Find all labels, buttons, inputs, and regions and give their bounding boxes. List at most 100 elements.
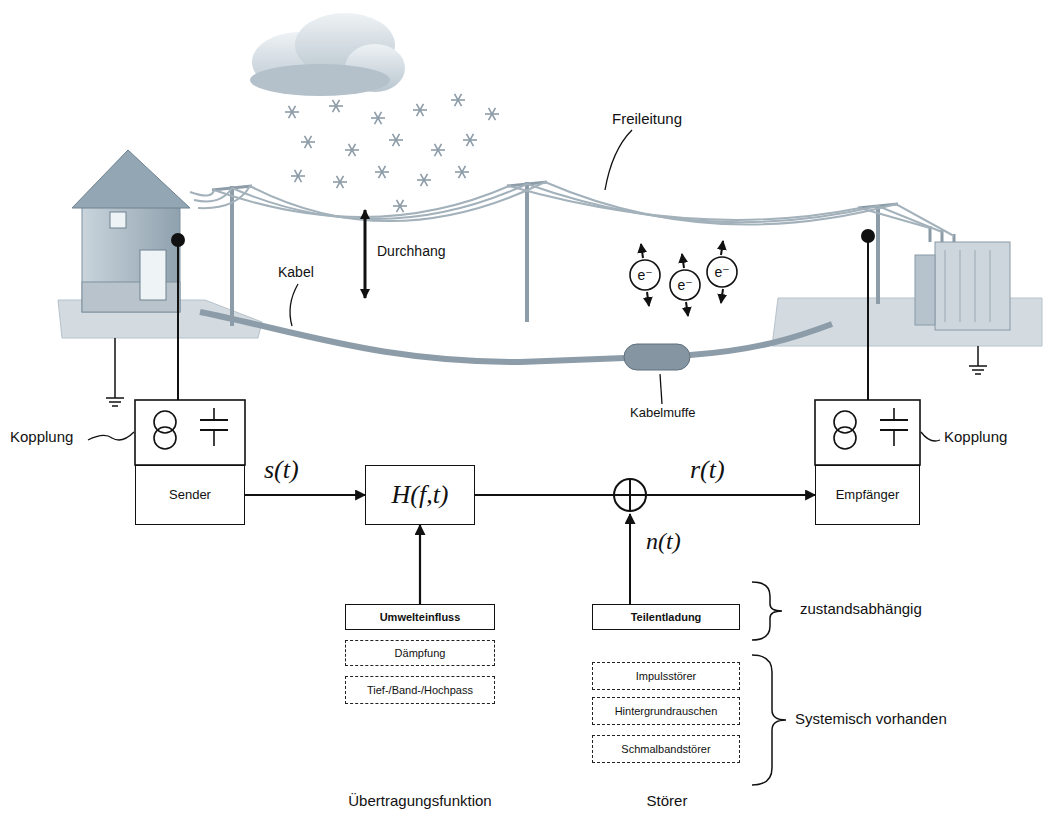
coupling-box-right [815, 400, 920, 465]
snowflake-stroke [289, 106, 296, 118]
cable-label: Kabel [278, 264, 314, 280]
snowflake-stroke [349, 144, 356, 156]
sag-arrow [364, 210, 367, 298]
signal-label: n(t) [646, 528, 681, 556]
drawing-stroke [834, 427, 856, 449]
snowflake-stroke [397, 200, 404, 212]
disturbance-box: Impulsstörer [592, 662, 740, 690]
snowflakes [285, 94, 499, 212]
sender-box: Sender [135, 465, 245, 525]
drawing-stroke [915, 255, 935, 325]
snowflake-stroke [295, 170, 302, 182]
snowflake-stroke [375, 112, 382, 124]
drawing-stroke [960, 250, 961, 322]
drawing-stroke [82, 200, 180, 312]
brace-label: Systemisch vorhanden [795, 710, 947, 727]
snowflake-stroke [333, 100, 340, 112]
drawing-stroke [88, 432, 134, 440]
drawing-stroke [290, 284, 298, 326]
signal-label: s(t) [264, 455, 299, 485]
drawing-stroke [230, 186, 234, 326]
joint-label: Kabelmuffe [630, 406, 696, 421]
drawing-stroke [975, 250, 976, 322]
circle-outline [707, 257, 737, 287]
signal-arrow [245, 494, 365, 496]
drawing-stroke [177, 240, 179, 400]
drawing-stroke [969, 365, 987, 367]
caption-label: Störer [647, 792, 688, 809]
node-text: e⁻ [714, 264, 729, 280]
drawing-stroke [198, 182, 954, 236]
influence-box: Umwelteinfluss [345, 604, 495, 630]
coupling-box-left [135, 400, 245, 465]
leader-lines [88, 130, 940, 441]
snowflake-stroke [435, 144, 442, 156]
node-text: Tief-/Band-/Hochpass [367, 684, 473, 697]
snowflake-stroke [393, 134, 400, 146]
snowflake-stroke [295, 170, 302, 182]
snowflake-stroke [379, 166, 386, 178]
drawing-stroke [106, 397, 124, 399]
snowflake-stroke [397, 200, 404, 212]
drawing-stroke [114, 338, 116, 398]
disturbance-box: Schmalbandstörer [592, 735, 740, 763]
drawing-stroke [815, 400, 920, 465]
coupling-label: Kopplung [10, 428, 73, 445]
drawing-stroke [686, 302, 688, 316]
circle-outline [630, 260, 660, 290]
braces [752, 582, 786, 785]
snowflake-stroke [379, 166, 386, 178]
node-text: e⁻ [677, 277, 692, 293]
disturbance-box: Hintergrundrauschen [592, 697, 740, 725]
snowflake-stroke [305, 136, 312, 148]
receiver-box: Empfänger [815, 465, 920, 525]
drawing-stroke [110, 212, 126, 228]
sag-label: Durchhang [377, 243, 446, 259]
drawing-stroke [112, 405, 118, 407]
drawing-stroke [935, 242, 1010, 330]
snowflake-stroke [305, 136, 312, 148]
node-text: Teilentladung [631, 611, 702, 624]
snowflake-stroke [467, 134, 474, 146]
signal-arrow [419, 525, 421, 604]
drawing-stroke [867, 236, 869, 400]
coupling-label: Kopplung [944, 428, 1007, 445]
circle-outline [670, 270, 700, 300]
drawing-stroke [140, 250, 166, 300]
drawing-stroke [972, 369, 984, 371]
snowflake-stroke [421, 174, 428, 186]
coupling-wires [172, 230, 874, 400]
brace-label: zustandsabhängig [800, 600, 922, 617]
snowflake-stroke [337, 176, 344, 188]
node-text: Dämpfung [395, 647, 446, 660]
signal-arrow [475, 494, 815, 496]
electron-circle: e⁻ [669, 269, 701, 301]
drawing-stroke [752, 655, 786, 785]
summing-junction [614, 479, 646, 605]
snowflake-stroke [417, 104, 424, 116]
effect-box: Tief-/Band-/Hochpass [345, 676, 495, 704]
snowflake-stroke [333, 100, 340, 112]
drawing-stroke [629, 514, 631, 605]
drawing-stroke [629, 479, 631, 511]
snowflake-stroke [393, 134, 400, 146]
electron-circle: e⁻ [706, 256, 738, 288]
node-text: Hintergrundrauschen [615, 705, 718, 718]
snowflake-stroke [459, 166, 466, 178]
electron-circle: e⁻ [629, 259, 661, 291]
poles [212, 182, 898, 326]
drawing-stroke [862, 230, 874, 242]
cloud [250, 13, 405, 96]
node-text: Sender [169, 488, 211, 503]
drawing-stroke [109, 401, 121, 403]
drawing-stroke [975, 373, 981, 375]
snowflake-stroke [455, 94, 462, 106]
effect-box: Dämpfung [345, 640, 495, 666]
caption-label: Übertragungsfunktion [348, 792, 491, 809]
channel-box: H(f,t) [365, 465, 475, 525]
drawing-stroke [921, 432, 940, 441]
drawing-stroke [682, 254, 684, 268]
